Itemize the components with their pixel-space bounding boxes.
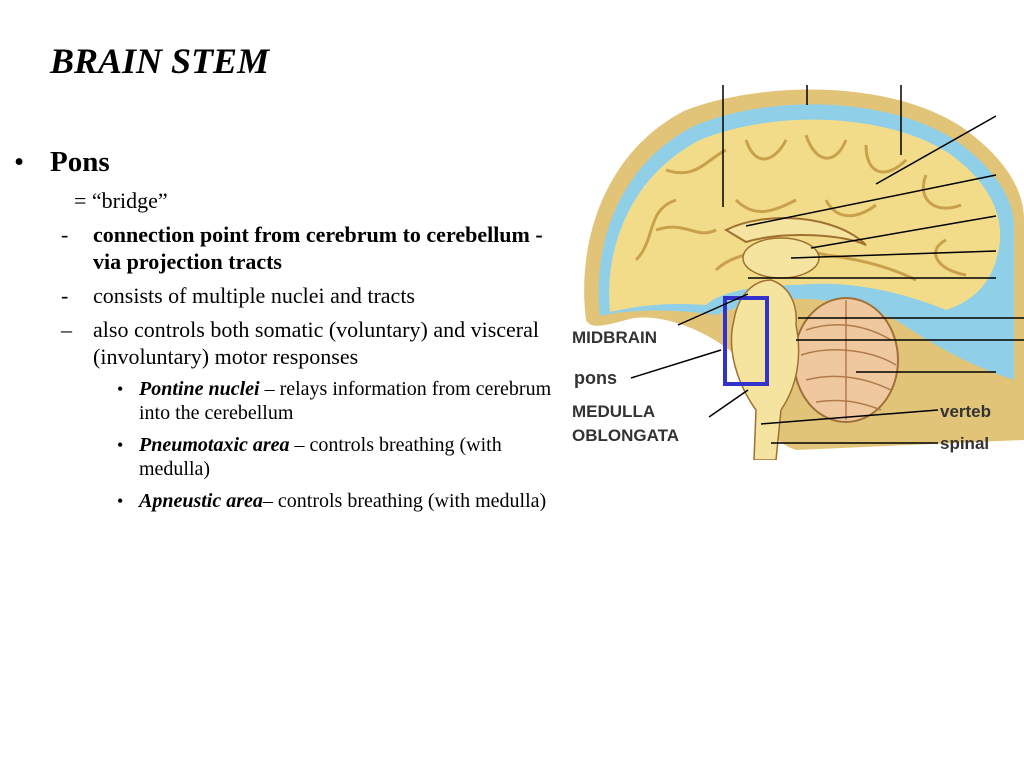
bullet-mark: • bbox=[117, 491, 124, 511]
bullet-mark: • bbox=[117, 379, 124, 399]
sub-item-text: consists of multiple nuclei and tracts bbox=[93, 283, 415, 308]
term-description: – relays information from cerebrum into … bbox=[139, 378, 552, 424]
cerebellum-folia bbox=[800, 300, 897, 420]
dash-mark: – bbox=[61, 317, 72, 342]
sub-item-text: also controls both somatic (voluntary) a… bbox=[93, 317, 539, 369]
subsub-item-text: Pontine nuclei – relays information from… bbox=[139, 377, 574, 425]
sub-item-text: = “bridge” bbox=[74, 188, 168, 213]
term: Pneumotaxic area bbox=[139, 434, 290, 456]
bullet-pons: • Pons bbox=[14, 146, 574, 179]
pons-highlight-box bbox=[723, 296, 769, 386]
subsub-item-text: Apneustic area– controls breathing (with… bbox=[139, 489, 574, 513]
subsub-item-apneustic: • Apneustic area– controls breathing (wi… bbox=[117, 489, 574, 513]
label-vertebra: verteb bbox=[940, 402, 991, 421]
subsub-item-text: Pneumotaxic area – controls breathing (w… bbox=[139, 433, 574, 481]
sub-item-nuclei: - consists of multiple nuclei and tracts bbox=[61, 282, 574, 309]
bullet-mark: • bbox=[14, 146, 25, 178]
sub-item-connection: - connection point from cerebrum to cere… bbox=[61, 221, 574, 275]
subsub-item-pontine: • Pontine nuclei – relays information fr… bbox=[117, 377, 574, 425]
label-medulla-1: MEDULLA bbox=[572, 402, 655, 421]
term: Apneustic area bbox=[139, 490, 263, 512]
dash-mark: - bbox=[61, 283, 69, 308]
subsub-item-pneumotaxic: • Pneumotaxic area – controls breathing … bbox=[117, 433, 574, 481]
slide-content: • Pons = “bridge” - connection point fro… bbox=[14, 146, 574, 521]
brain-diagram-svg: MIDBRAIN pons MEDULLA OBLONGATA verteb s… bbox=[572, 85, 1024, 460]
label-midbrain: MIDBRAIN bbox=[572, 328, 657, 347]
leader-lines bbox=[630, 85, 1024, 444]
term-description: – controls breathing (with medulla) bbox=[139, 434, 502, 480]
cerebrum-shape bbox=[609, 119, 1001, 312]
label-pons: pons bbox=[574, 368, 617, 388]
sub-item-text: connection point from cerebrum to cerebe… bbox=[93, 222, 543, 274]
sulci-lines bbox=[634, 134, 967, 282]
label-spinal: spinal bbox=[940, 434, 989, 453]
sub-item-motor: – also controls both somatic (voluntary)… bbox=[61, 316, 574, 370]
dash-mark: - bbox=[61, 222, 69, 247]
term-description: – controls breathing (with medulla) bbox=[262, 490, 547, 512]
brain-sagittal-diagram: MIDBRAIN pons MEDULLA OBLONGATA verteb s… bbox=[566, 80, 1024, 460]
corpus-callosum bbox=[723, 217, 867, 246]
sub-item-bridge: = “bridge” bbox=[74, 187, 574, 214]
label-medulla-2: OBLONGATA bbox=[572, 426, 679, 445]
term: Pontine nuclei bbox=[139, 378, 260, 400]
slide-title: BRAIN STEM bbox=[50, 41, 270, 81]
bullet-heading: Pons bbox=[50, 146, 110, 178]
bullet-mark: • bbox=[117, 435, 124, 455]
